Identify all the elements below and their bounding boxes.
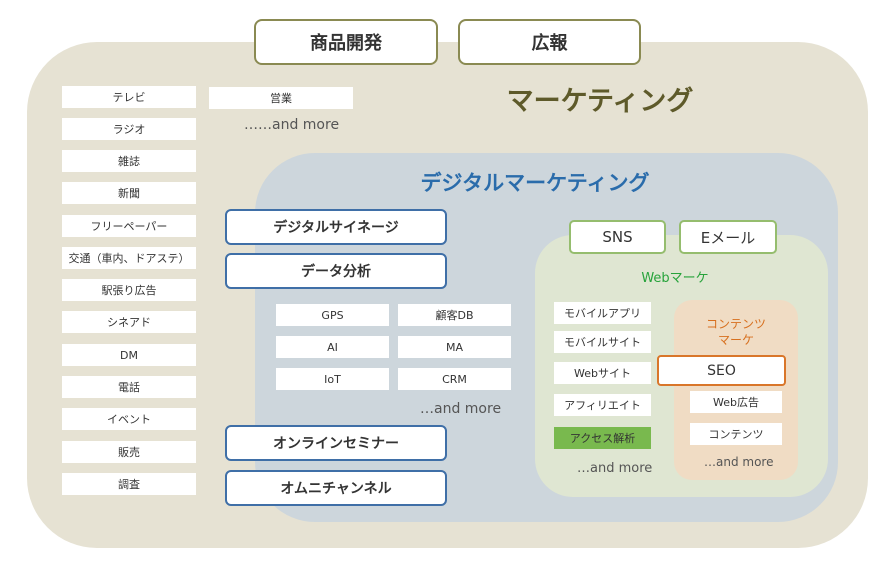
media-item-station-ad: 駅張り広告 [62, 279, 196, 301]
email-box: Eメール [679, 220, 777, 254]
marketing-more: ……and more [244, 117, 340, 133]
contents-marketing-area [674, 300, 798, 480]
digital-marketing-title: デジタルマーケティング [420, 171, 650, 195]
data-item-ai: AI [276, 336, 389, 358]
data-item-iot: IoT [276, 368, 389, 390]
web-marketing-more: …and more [577, 461, 653, 476]
media-item-dm: DM [62, 344, 196, 366]
data-analysis-more: …and more [420, 401, 502, 417]
omnichannel-box: オムニチャンネル [225, 470, 447, 506]
media-item-event: イベント [62, 408, 196, 430]
product-development-box: 商品開発 [254, 19, 438, 65]
web-item-mobile-site: モバイルサイト [554, 331, 651, 353]
web-item-affiliate: アフィリエイト [554, 394, 651, 416]
contents-item-web-ad: Web広告 [690, 391, 782, 413]
sales-box: 営業 [209, 87, 353, 109]
media-item-research: 調査 [62, 473, 196, 495]
online-seminar-box: オンラインセミナー [225, 425, 447, 461]
public-relations-box: 広報 [458, 19, 641, 65]
media-item-radio: ラジオ [62, 118, 196, 140]
web-marketing-title: Webマーケ [641, 271, 709, 286]
media-item-phone: 電話 [62, 376, 196, 398]
data-item-gps: GPS [276, 304, 389, 326]
media-item-free-paper: フリーペーパー [62, 215, 196, 237]
contents-title-line2: マーケ [717, 333, 754, 347]
marketing-title: マーケティング [506, 86, 694, 117]
media-item-transit: 交通（車内、ドアステ） [62, 247, 196, 269]
media-item-sales: 販売 [62, 441, 196, 463]
media-item-cinema-ad: シネアド [62, 311, 196, 333]
data-item-crm: CRM [398, 368, 511, 390]
contents-marketing-title: コンテンツ マーケ [674, 316, 798, 350]
contents-item-contents: コンテンツ [690, 423, 782, 445]
web-item-access-analysis: アクセス解析 [554, 427, 651, 449]
digital-signage-box: デジタルサイネージ [225, 209, 447, 245]
data-item-customer-db: 顧客DB [398, 304, 511, 326]
sns-box: SNS [569, 220, 666, 254]
contents-title-line1: コンテンツ [705, 317, 766, 331]
data-analysis-box: データ分析 [225, 253, 447, 289]
web-item-website: Webサイト [554, 362, 651, 384]
media-item-newspaper: 新聞 [62, 182, 196, 204]
web-item-mobile-app: モバイルアプリ [554, 302, 651, 324]
contents-marketing-more: …and more [704, 455, 774, 469]
seo-box: SEO [657, 355, 786, 386]
data-item-ma: MA [398, 336, 511, 358]
media-item-magazine: 雑誌 [62, 150, 196, 172]
media-item-tv: テレビ [62, 86, 196, 108]
